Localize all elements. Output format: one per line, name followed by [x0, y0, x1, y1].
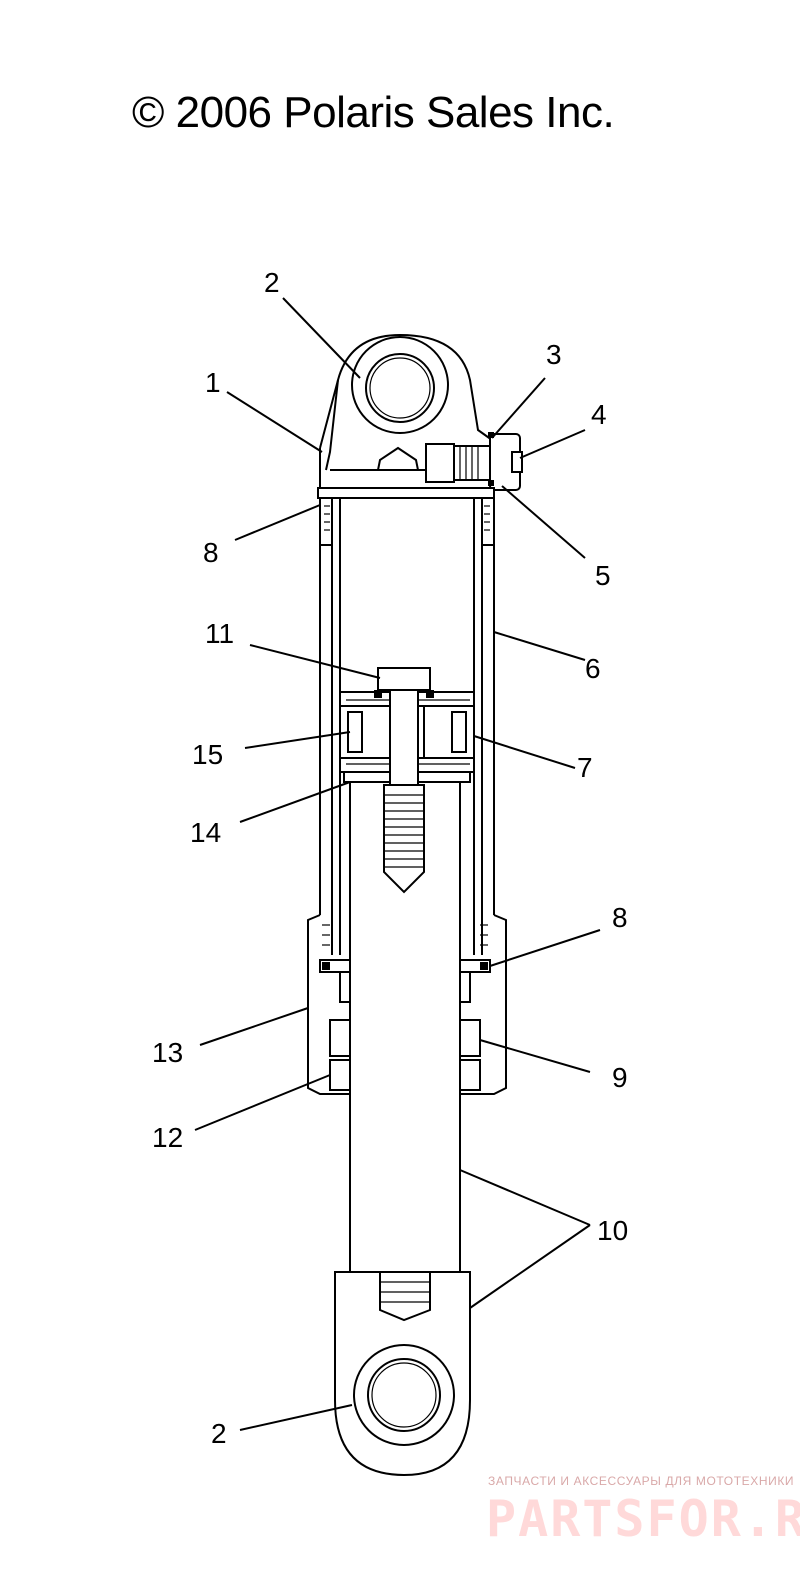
watermark-tagline: ЗАПЧАСТИ И АКСЕССУАРЫ ДЛЯ МОТОТЕХНИКИ: [488, 1474, 795, 1488]
leader-lines: [194, 297, 601, 1431]
callout-13: 13: [152, 1037, 183, 1068]
seal-head: [307, 914, 507, 1095]
callout-7: 7: [577, 752, 593, 783]
callout-8-top: 8: [203, 537, 219, 568]
callout-9: 9: [612, 1062, 628, 1093]
top-bushing: [351, 336, 449, 434]
callout-2-top: 2: [264, 267, 280, 298]
top-seal-ring: [317, 487, 495, 560]
copyright-notice: © 2006 Polaris Sales Inc.: [132, 88, 615, 137]
bottom-eye: [334, 1271, 471, 1477]
callout-4: 4: [591, 399, 607, 430]
callout-5: 5: [595, 560, 611, 591]
callout-6: 6: [585, 653, 601, 684]
callout-12: 12: [152, 1122, 183, 1153]
callout-2-bottom: 2: [211, 1418, 227, 1449]
callout-1: 1: [205, 367, 221, 398]
piston-bolt: [383, 689, 425, 894]
callout-15: 15: [192, 739, 223, 770]
callout-10: 10: [597, 1215, 628, 1246]
watermark-logo: PARTSFOR.RU: [486, 1490, 800, 1548]
callout-11: 11: [205, 618, 234, 649]
callout-3: 3: [546, 339, 562, 370]
fill-valve: [377, 432, 523, 491]
callout-8-bottom: 8: [612, 902, 628, 933]
callout-14: 14: [190, 817, 221, 848]
